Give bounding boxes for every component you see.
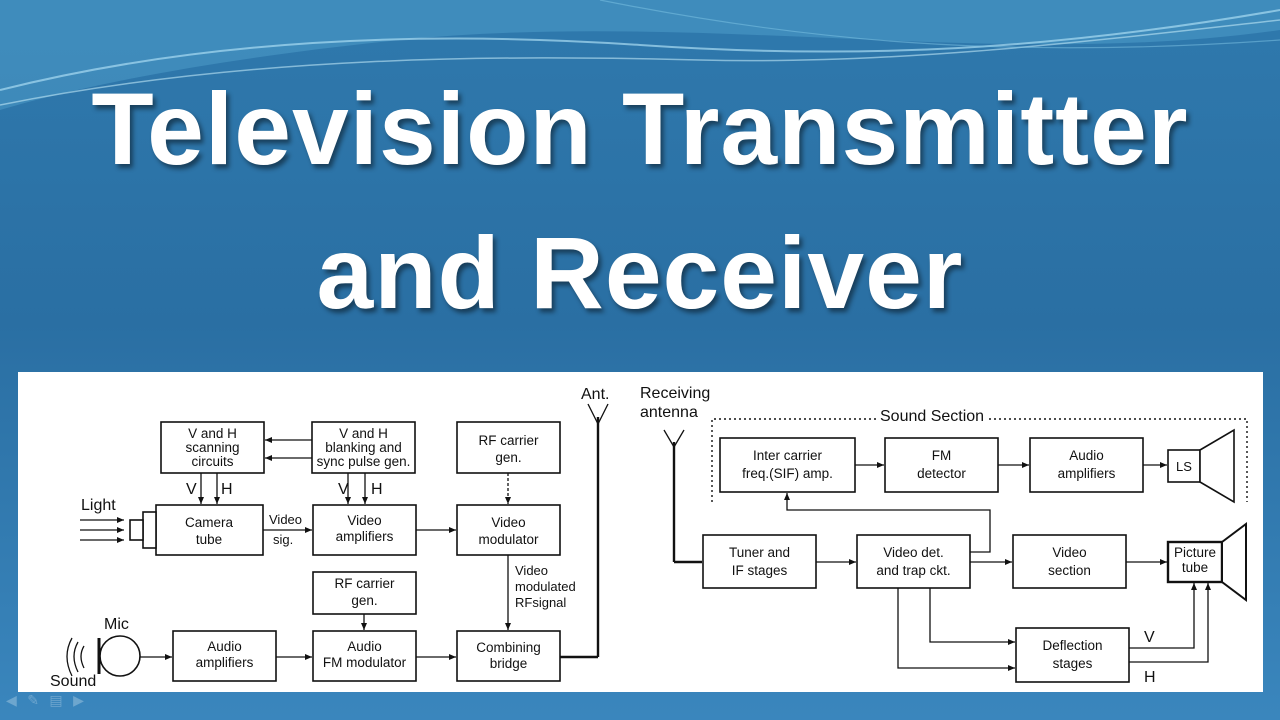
svg-text:Mic: Mic xyxy=(104,616,129,633)
svg-text:IF stages: IF stages xyxy=(732,563,788,578)
svg-text:Video: Video xyxy=(347,513,381,528)
svg-text:sync pulse gen.: sync pulse gen. xyxy=(317,454,411,469)
svg-text:Video: Video xyxy=(515,563,548,578)
deflection-stages-block: Deflection stages xyxy=(1015,627,1130,683)
picture-tube-icon: Picture tube xyxy=(1166,522,1247,602)
svg-text:and trap ckt.: and trap ckt. xyxy=(876,563,950,578)
svg-text:gen.: gen. xyxy=(351,593,377,608)
svg-text:Audio: Audio xyxy=(207,639,242,654)
video-modulator-block: Video modulator xyxy=(456,504,561,556)
svg-text:RF carrier: RF carrier xyxy=(479,433,540,448)
svg-text:FM: FM xyxy=(932,448,952,463)
back-icon[interactable]: ◀ xyxy=(6,692,17,708)
svg-text:Picture: Picture xyxy=(1174,545,1216,560)
svg-text:LS: LS xyxy=(1176,459,1192,474)
svg-text:Video: Video xyxy=(491,515,525,530)
svg-text:FM modulator: FM modulator xyxy=(323,655,407,670)
transmitting-antenna-icon xyxy=(560,403,609,659)
svg-text:circuits: circuits xyxy=(191,454,233,469)
svg-text:Audio: Audio xyxy=(1069,448,1104,463)
svg-text:bridge: bridge xyxy=(490,656,528,671)
svg-text:blanking and: blanking and xyxy=(325,440,402,455)
svg-text:modulated: modulated xyxy=(515,579,576,594)
svg-text:V and H: V and H xyxy=(188,426,237,441)
svg-text:Video: Video xyxy=(1052,545,1086,560)
audio-amplifiers-block-tx: Audio amplifiers xyxy=(172,630,277,682)
svg-text:Inter carrier: Inter carrier xyxy=(753,448,823,463)
video-amplifiers-block: Video amplifiers xyxy=(312,504,417,556)
slide-nav-controls: ◀ ✎ ▤ ▶ xyxy=(6,692,126,714)
svg-text:Light: Light xyxy=(81,497,116,514)
microphone-icon xyxy=(97,635,141,677)
menu-icon[interactable]: ▤ xyxy=(49,692,63,708)
svg-text:Video: Video xyxy=(269,512,302,527)
receiving-antenna-icon xyxy=(663,429,702,564)
title-line-2: and Receiver xyxy=(316,216,964,330)
camera-tube-block: Camera tube xyxy=(129,504,264,556)
svg-text:tube: tube xyxy=(1182,560,1208,575)
vh-blanking-sync-block: V and H blanking and sync pulse gen. xyxy=(311,421,416,474)
svg-text:H: H xyxy=(221,481,233,498)
vh-scanning-circuits-block: V and H scanning circuits xyxy=(160,421,265,474)
fm-detector-block: FM detector xyxy=(884,437,999,493)
pen-icon[interactable]: ✎ xyxy=(27,692,39,708)
tuner-if-block: Tuner and IF stages xyxy=(702,534,817,589)
title-line-1: Television Transmitter xyxy=(91,72,1189,186)
svg-text:antenna: antenna xyxy=(640,404,698,421)
svg-text:H: H xyxy=(1144,669,1156,686)
svg-text:scanning: scanning xyxy=(185,440,239,455)
svg-text:sig.: sig. xyxy=(273,532,293,547)
svg-text:tube: tube xyxy=(196,532,222,547)
audio-fm-modulator-block: Audio FM modulator xyxy=(312,630,417,682)
svg-text:Sound: Sound xyxy=(50,673,96,690)
svg-text:modulator: modulator xyxy=(478,532,539,547)
sound-section-label: Sound Section xyxy=(880,408,984,425)
block-diagram: V and H scanning circuits V and H blanki… xyxy=(18,372,1263,692)
inter-carrier-amp-block: Inter carrier freq.(SIF) amp. xyxy=(719,437,856,493)
svg-text:Receiving: Receiving xyxy=(640,385,710,402)
rf-carrier-gen-block-1: RF carrier gen. xyxy=(456,421,561,474)
svg-text:gen.: gen. xyxy=(495,450,521,465)
svg-text:Deflection: Deflection xyxy=(1042,638,1102,653)
svg-text:Camera: Camera xyxy=(185,515,234,530)
svg-text:RF carrier: RF carrier xyxy=(335,576,396,591)
svg-text:amplifiers: amplifiers xyxy=(1058,466,1116,481)
svg-text:RFsignal: RFsignal xyxy=(515,595,566,610)
svg-text:detector: detector xyxy=(917,466,966,481)
svg-text:Combining: Combining xyxy=(476,640,541,655)
svg-text:section: section xyxy=(1048,563,1091,578)
svg-text:Tuner and: Tuner and xyxy=(729,545,790,560)
svg-text:H: H xyxy=(371,481,383,498)
video-det-trap-block: Video det. and trap ckt. xyxy=(856,534,971,589)
svg-text:V: V xyxy=(186,481,197,498)
svg-text:Audio: Audio xyxy=(347,639,382,654)
combining-bridge-block: Combining bridge xyxy=(456,630,561,682)
svg-text:V and H: V and H xyxy=(339,426,388,441)
svg-text:V: V xyxy=(338,481,349,498)
audio-amplifiers-block-rx: Audio amplifiers xyxy=(1029,437,1144,493)
svg-text:stages: stages xyxy=(1053,656,1093,671)
rf-carrier-gen-block-2: RF carrier gen. xyxy=(312,571,417,615)
svg-text:amplifiers: amplifiers xyxy=(196,655,254,670)
svg-text:Video det.: Video det. xyxy=(883,545,944,560)
svg-text:freq.(SIF) amp.: freq.(SIF) amp. xyxy=(742,466,833,481)
forward-icon[interactable]: ▶ xyxy=(73,692,84,708)
loudspeaker-icon: LS xyxy=(1167,428,1235,504)
svg-text:Ant.: Ant. xyxy=(581,386,609,403)
video-section-block: Video section xyxy=(1012,534,1127,589)
svg-text:V: V xyxy=(1144,629,1155,646)
svg-text:amplifiers: amplifiers xyxy=(336,529,394,544)
